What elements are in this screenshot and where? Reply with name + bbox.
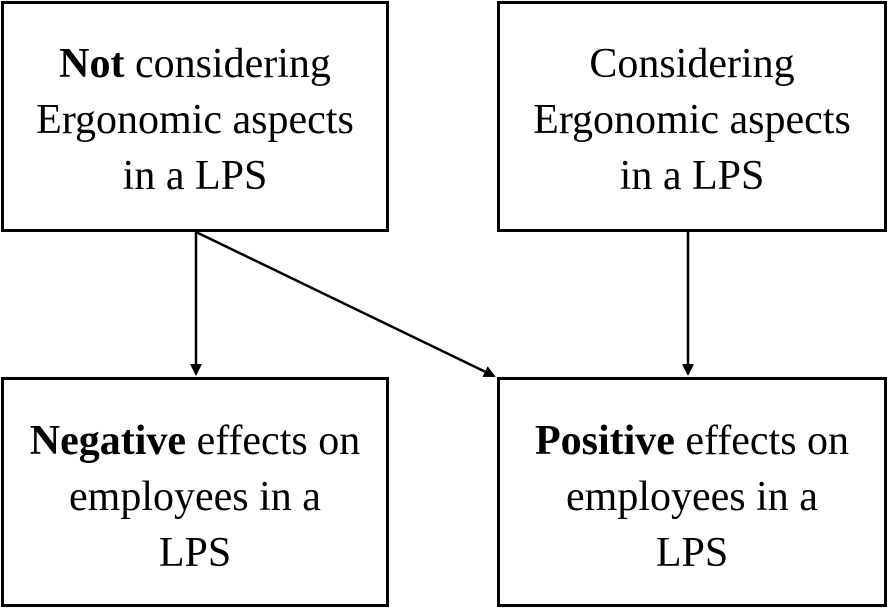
- box-line: Positive effects on: [535, 413, 849, 469]
- bold-keyword: Negative: [29, 418, 187, 464]
- line-text: Ergonomic aspects: [533, 96, 851, 143]
- box-line: Considering: [533, 36, 851, 92]
- box-considering-ergonomics: Considering Ergonomic aspects in a LPS: [497, 1, 887, 232]
- box-text: Considering Ergonomic aspects in a LPS: [533, 36, 851, 204]
- line-text: Considering: [589, 40, 795, 87]
- line-text: LPS: [655, 530, 729, 576]
- line-text: effects on: [674, 418, 850, 464]
- box-line: Ergonomic aspects: [36, 92, 354, 148]
- box-line: LPS: [30, 525, 360, 581]
- box-positive-effects: Positive effects on employees in a LPS: [497, 377, 887, 607]
- line-text: LPS: [158, 530, 232, 576]
- box-line: in a LPS: [533, 148, 851, 204]
- line-text: Ergonomic aspects: [36, 96, 354, 143]
- box-line: Ergonomic aspects: [533, 92, 851, 148]
- line-text: considering: [124, 40, 331, 87]
- line-text: effects on: [186, 418, 361, 464]
- arrow-top-left-to-bottom-right: [195, 230, 496, 378]
- box-not-considering-ergonomics: Not considering Ergonomic aspects in a L…: [1, 1, 389, 232]
- box-line: employees in a: [30, 469, 360, 525]
- line-text: in a LPS: [619, 152, 765, 199]
- line-text: employees in a: [69, 474, 321, 520]
- bold-keyword: Not: [59, 40, 125, 87]
- line-text: in a LPS: [122, 152, 268, 199]
- box-line: Not considering: [36, 36, 354, 92]
- bold-keyword: Positive: [534, 418, 675, 464]
- box-text: Positive effects on employees in a LPS: [535, 413, 849, 581]
- box-line: employees in a: [535, 469, 849, 525]
- box-negative-effects: Negative effects on employees in a LPS: [1, 377, 389, 607]
- line-text: employees in a: [566, 474, 818, 520]
- box-line: in a LPS: [36, 148, 354, 204]
- box-line: Negative effects on: [30, 413, 360, 469]
- box-text: Not considering Ergonomic aspects in a L…: [36, 36, 354, 204]
- box-line: LPS: [535, 525, 849, 581]
- box-text: Negative effects on employees in a LPS: [30, 413, 360, 581]
